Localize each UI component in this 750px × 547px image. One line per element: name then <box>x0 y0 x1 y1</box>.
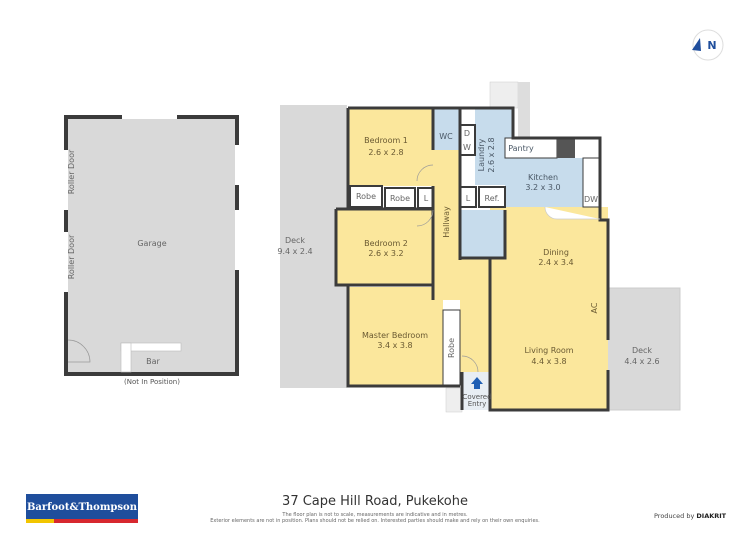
ac-label: AC <box>590 302 599 313</box>
bedroom1-name: Bedroom 1 <box>364 136 408 145</box>
deck-right-size: 4.4 x 2.6 <box>624 357 659 366</box>
deck-right <box>605 287 681 411</box>
walls <box>334 106 610 412</box>
logo-stripe <box>26 519 54 523</box>
entry-arrow-icon <box>471 377 483 389</box>
north-arrow-icon <box>692 38 701 51</box>
fridge-label: Ref. <box>485 194 500 203</box>
dishwasher-label: DW <box>584 195 598 204</box>
washer-label: W <box>463 143 471 152</box>
linen-label: L <box>424 194 429 203</box>
barfoot-thompson-logo: Barfoot&Thompson <box>26 494 138 521</box>
compass: N <box>692 29 724 61</box>
garage: Roller Door Roller Door Garage Bar (Not … <box>64 115 239 386</box>
deck-right-name: Deck <box>632 346 652 355</box>
address-title: 37 Cape Hill Road, Pukekohe <box>282 494 468 509</box>
deck-left-name: Deck <box>285 236 305 245</box>
steps-top <box>489 81 519 109</box>
disclaimer: Exterior elements are not in position. P… <box>210 518 540 524</box>
robe-label: Robe <box>390 194 410 203</box>
covered-entry-label: Entry <box>468 400 487 408</box>
roller-door-label: Roller Door <box>67 149 76 194</box>
disclaimer: The floor plan is not to scale, measurem… <box>282 512 468 518</box>
laundry-size: 2.6 x 2.8 <box>487 137 496 172</box>
cooktop-icon <box>557 138 575 158</box>
living-size: 4.4 x 3.8 <box>531 357 566 366</box>
producer-name: DIAKRIT <box>696 512 727 520</box>
wc-label: WC <box>439 132 453 141</box>
bedroom2-size: 2.6 x 3.2 <box>368 249 403 258</box>
covered-entry-label: Covered <box>462 393 491 401</box>
linen-label: L <box>466 194 471 203</box>
produced-by: Produced by DIAKRIT <box>654 512 726 520</box>
bedroom2-name: Bedroom 2 <box>364 239 408 248</box>
kitchen-size: 3.2 x 3.0 <box>525 183 560 192</box>
living-name: Living Room <box>524 346 573 355</box>
dry-rooms <box>336 108 608 410</box>
bar-label: Bar <box>146 357 160 366</box>
hallway-label: Hallway <box>442 206 451 238</box>
dining-size: 2.4 x 3.4 <box>538 258 573 267</box>
pantry-label: Pantry <box>508 144 534 153</box>
robe-label: Robe <box>356 192 376 201</box>
dryer-label: D <box>464 129 470 138</box>
not-in-position-note: (Not In Position) <box>124 378 180 386</box>
deck-left-size: 9.4 x 2.4 <box>277 247 312 256</box>
master-size: 3.4 x 3.8 <box>377 341 412 350</box>
north-label: N <box>707 39 716 52</box>
logo-stripe <box>54 519 138 523</box>
bedroom1-size: 2.6 x 2.8 <box>368 148 403 157</box>
master-name: Master Bedroom <box>362 331 428 340</box>
dining-name: Dining <box>543 248 569 257</box>
laundry-name: Laundry <box>477 138 486 171</box>
roller-door-label: Roller Door <box>67 234 76 279</box>
produced-by-label: Produced by <box>654 512 695 520</box>
wet-rooms <box>433 108 585 410</box>
kitchen-name: Kitchen <box>528 173 558 182</box>
robe-label: Robe <box>447 338 456 358</box>
garage-label: Garage <box>137 239 166 248</box>
steps-entry <box>445 387 463 413</box>
